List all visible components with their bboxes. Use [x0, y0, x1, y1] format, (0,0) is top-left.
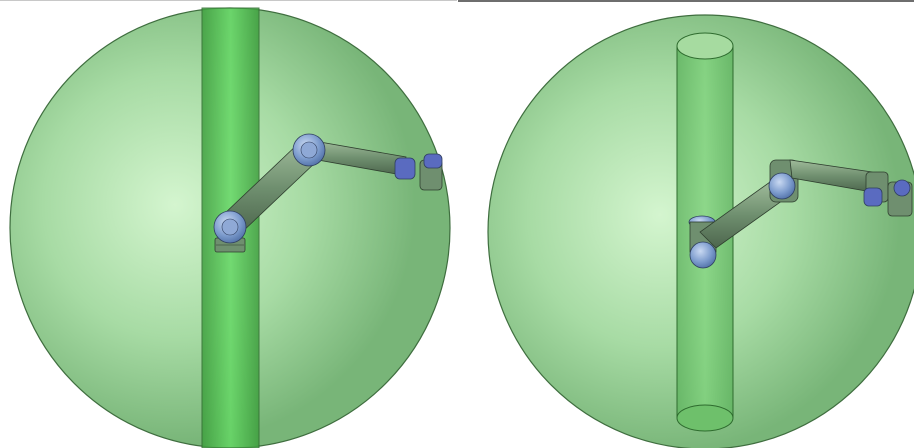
front-view-panel [9, 7, 451, 448]
top-border-left [0, 0, 457, 1]
robot-arm-icon [688, 159, 913, 269]
top-border-right [458, 0, 914, 2]
perspective-view-panel [487, 14, 914, 448]
robot-arm-icon [213, 133, 443, 253]
